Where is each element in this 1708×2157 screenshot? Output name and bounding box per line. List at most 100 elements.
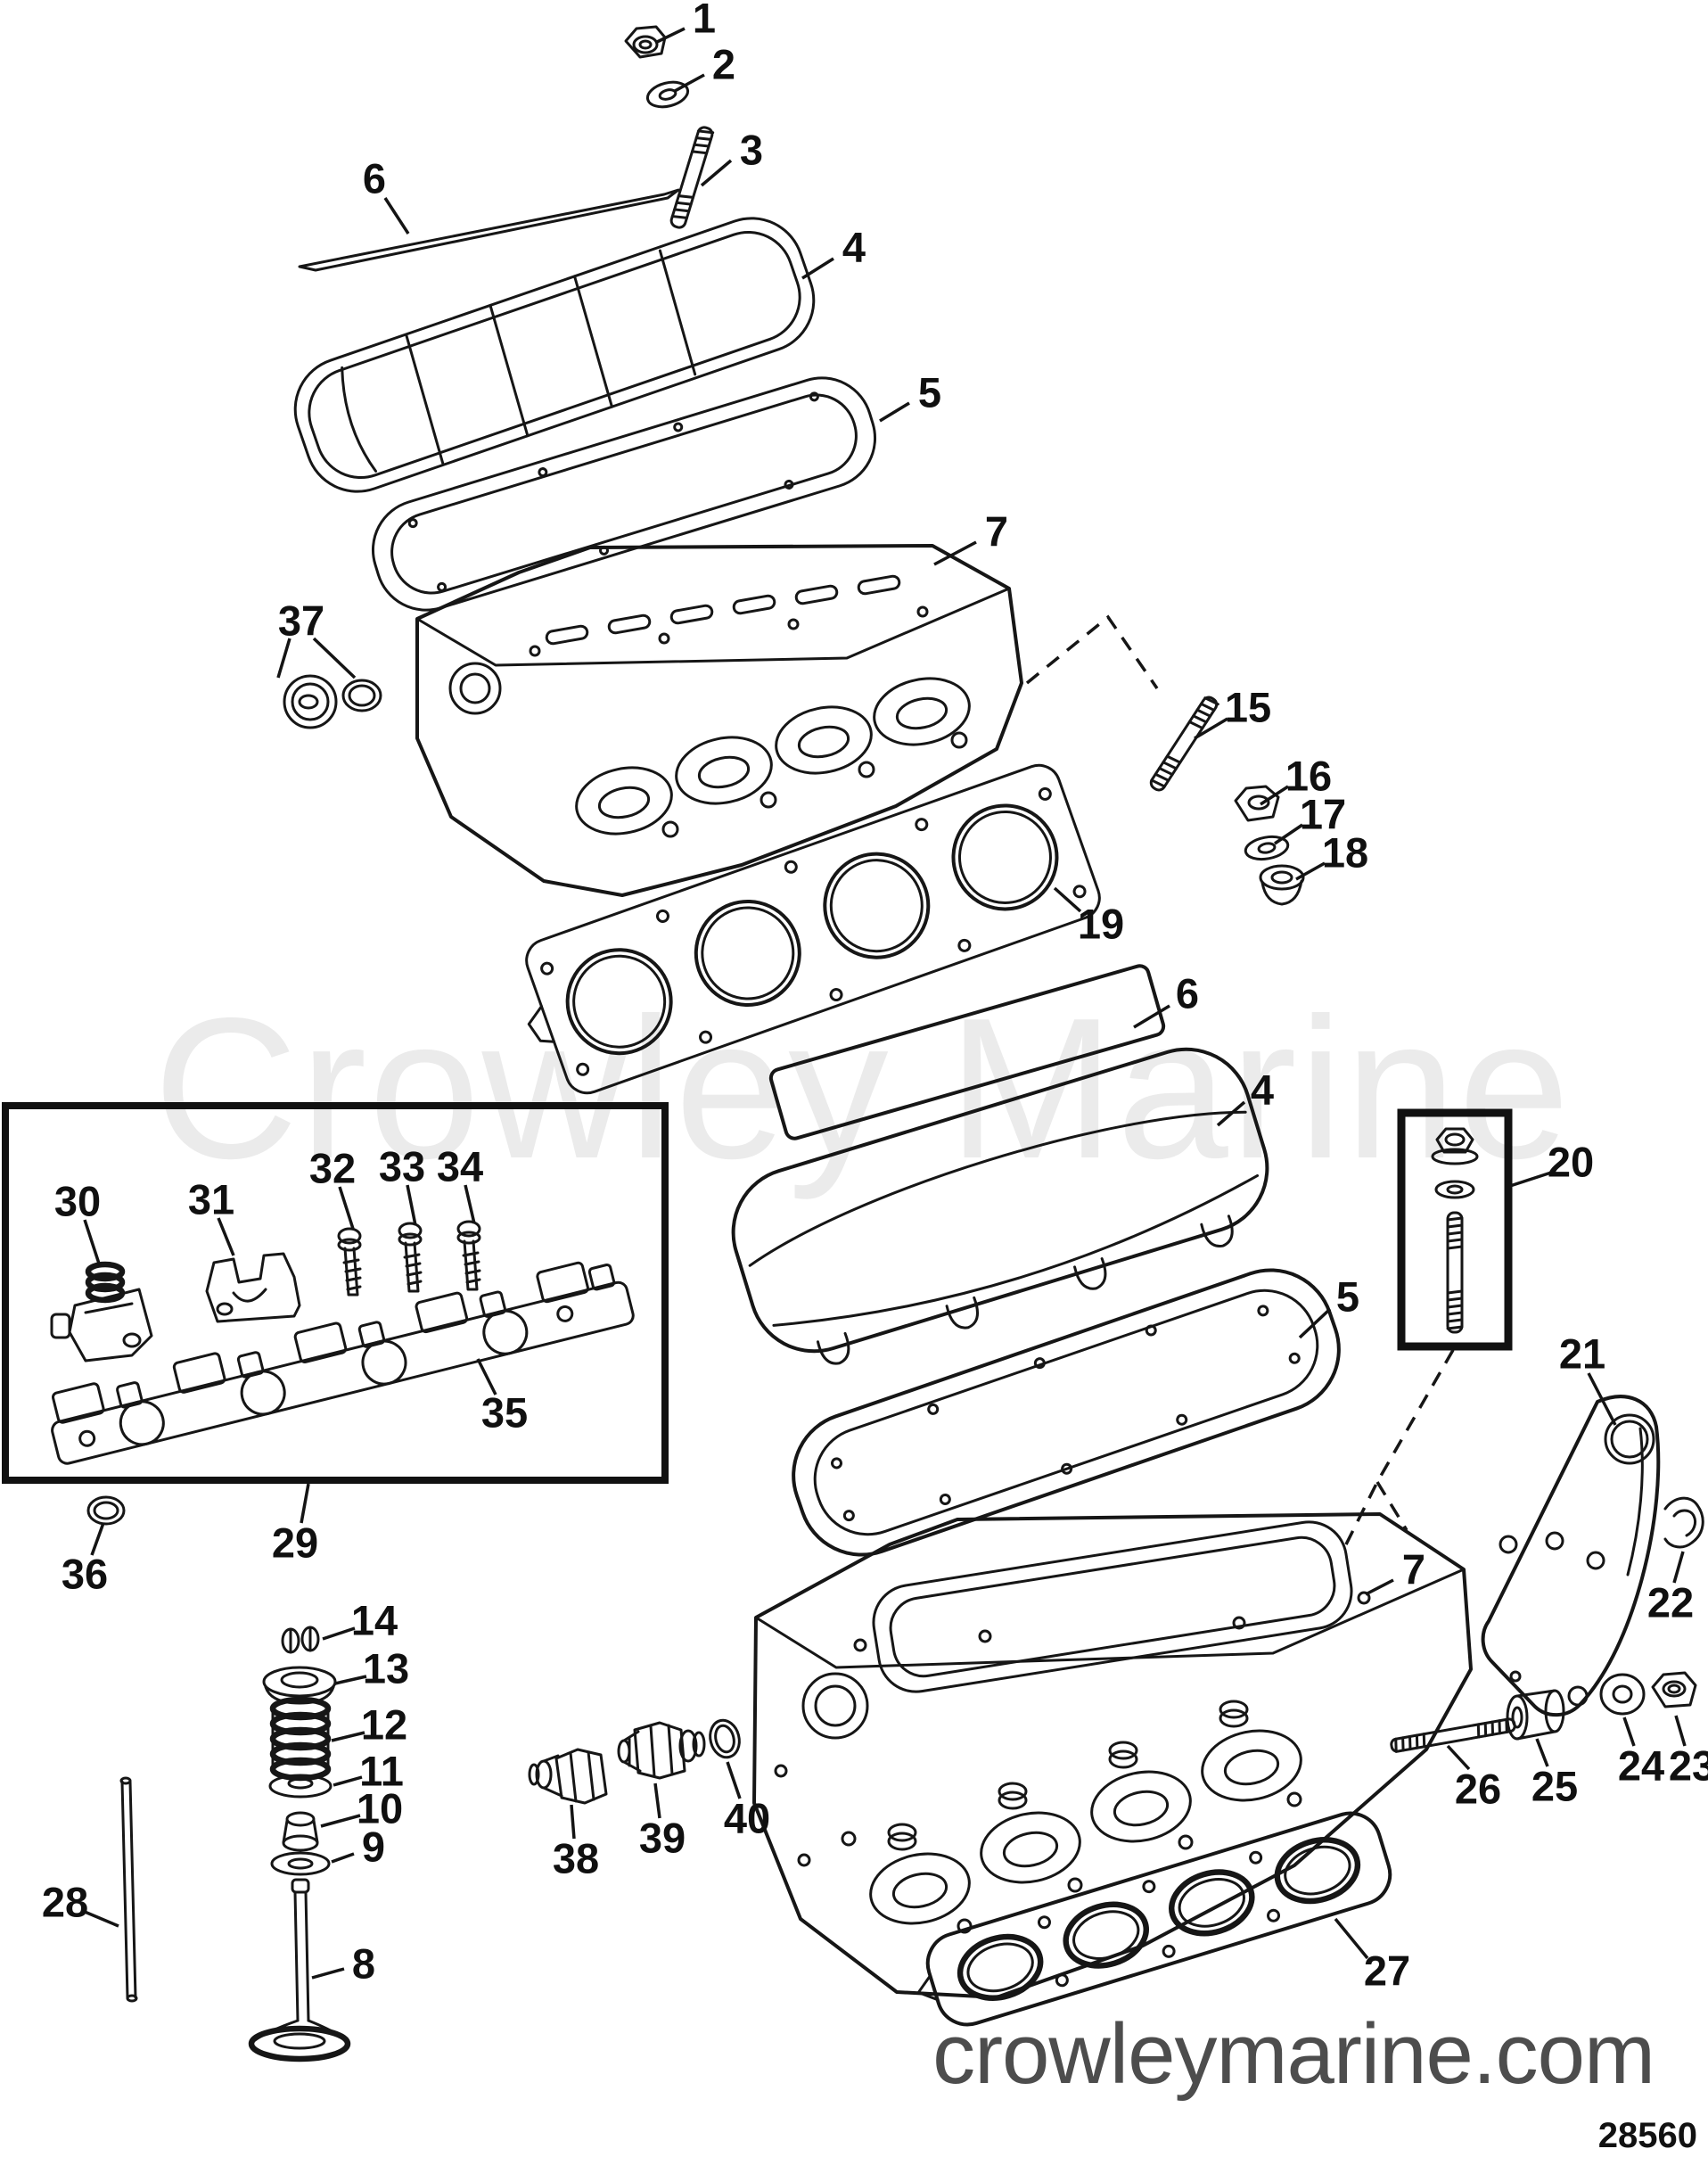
valve-keepers-14 [281,1626,320,1654]
callout-36: 36 [62,1551,108,1598]
leader-line-37 [276,638,292,679]
leader-line-25 [1535,1738,1549,1767]
leader-line-30 [83,1219,102,1267]
leader-line-37 [312,637,357,679]
washer-part-2 [645,80,690,109]
watermark-text: Crowley Marine [153,976,1572,1200]
callout-25: 25 [1531,1763,1578,1810]
callout-29: 29 [272,1519,318,1567]
leader-line-15 [1194,717,1228,740]
washer-part-17 [1244,835,1290,861]
leader-line-4 [801,257,834,280]
callout-10: 10 [357,1785,403,1832]
deflector-strip-top [298,188,680,272]
leader-line-3 [700,159,733,187]
leader-line-17 [1274,823,1303,845]
exhaust-gasket-27 [916,1811,1392,2027]
callout-33: 33 [379,1143,425,1190]
rocker-bolt-34 [456,1220,481,1291]
leader-line-8 [311,1967,345,1980]
callout-4: 4 [842,224,866,271]
rocker-bolt-33 [398,1222,423,1293]
callout-6: 6 [1176,970,1199,1017]
leader-line-16 [1260,785,1289,806]
callout-5: 5 [1336,1273,1359,1321]
callout-11: 11 [359,1748,404,1795]
leader-line-23 [1674,1715,1687,1747]
leader-line-12 [331,1731,365,1742]
leader-line-20 [1509,1171,1552,1188]
valve-spring-12 [269,1696,332,1782]
cylinder-head-top [415,544,1023,897]
leader-line-7 [1365,1578,1394,1596]
callout-7: 7 [1402,1546,1425,1593]
fitting-38 [528,1748,608,1805]
leader-line-5 [879,401,910,423]
callout-39: 39 [639,1815,686,1862]
valve-8 [248,1878,351,2062]
callout-34: 34 [437,1143,483,1190]
clip-22 [1663,1496,1704,1549]
rocker-assembly-box [2,1102,669,1484]
leader-line-18 [1295,861,1326,881]
spring-retainer-13 [262,1666,337,1705]
callout-6: 6 [363,155,386,202]
callout-30: 30 [54,1178,101,1225]
leader-line-14 [322,1626,356,1641]
plug-and-oring-37 [283,674,382,729]
rocker-arm-30 [50,1261,153,1363]
callout-14: 14 [351,1597,398,1644]
callout-26: 26 [1455,1766,1501,1813]
callout-3: 3 [740,127,763,174]
callout-23: 23 [1669,1742,1708,1790]
deflector-strip-mid [768,964,1166,1140]
stud-kit-box-20 [1397,1108,1513,1351]
callout-7: 7 [985,508,1008,556]
callout-15: 15 [1225,684,1271,731]
plug-part-18 [1259,864,1305,906]
valve-cover-top [293,217,816,493]
leader-line-32 [338,1186,355,1230]
valve-washer-9 [270,1851,331,1876]
callout-20: 20 [1548,1139,1594,1186]
callout-24: 24 [1618,1742,1664,1790]
callout-28: 28 [42,1879,88,1926]
leader-line-10 [320,1814,361,1828]
leader-line-7 [933,540,977,566]
leader-line-35 [476,1358,497,1395]
leader-line-4 [1216,1100,1246,1127]
rocker-bolt-32 [337,1227,362,1297]
leader-line-19 [1053,886,1082,913]
leader-line-36 [90,1522,105,1556]
callout-17: 17 [1300,791,1346,838]
oring-40 [709,1718,741,1759]
leader-line-38 [570,1804,576,1840]
leader-line-13 [334,1675,367,1685]
leader-line-1 [654,27,686,45]
leader-line-24 [1622,1717,1636,1747]
callout-4: 4 [1251,1066,1274,1114]
callout-35: 35 [481,1389,528,1437]
valve-cover-gasket-top [371,376,877,612]
leader-line-21 [1587,1372,1617,1426]
valve-seal-10 [282,1811,319,1852]
leader-line-39 [653,1782,661,1819]
diagram-number: 28560 [1598,2116,1697,2155]
alignment-line-top [1025,614,1159,689]
callout-32: 32 [309,1145,356,1192]
callout-9: 9 [362,1824,385,1871]
leader-line-33 [406,1184,417,1226]
washer-24 [1599,1673,1646,1716]
callout-8: 8 [352,1940,375,1988]
alignment-line-bottom-branch [1375,1481,1408,1531]
cylinder-head-bottom [752,1512,1473,1999]
callout-1: 1 [693,0,716,42]
stud-part-15 [1149,696,1219,792]
footer-site-text: crowleymarine.com [932,2006,1655,2102]
head-gasket-19 [525,763,1101,1095]
pushrod-28 [119,1776,138,2003]
leader-line-31 [217,1217,235,1256]
leader-line-2 [674,73,705,93]
